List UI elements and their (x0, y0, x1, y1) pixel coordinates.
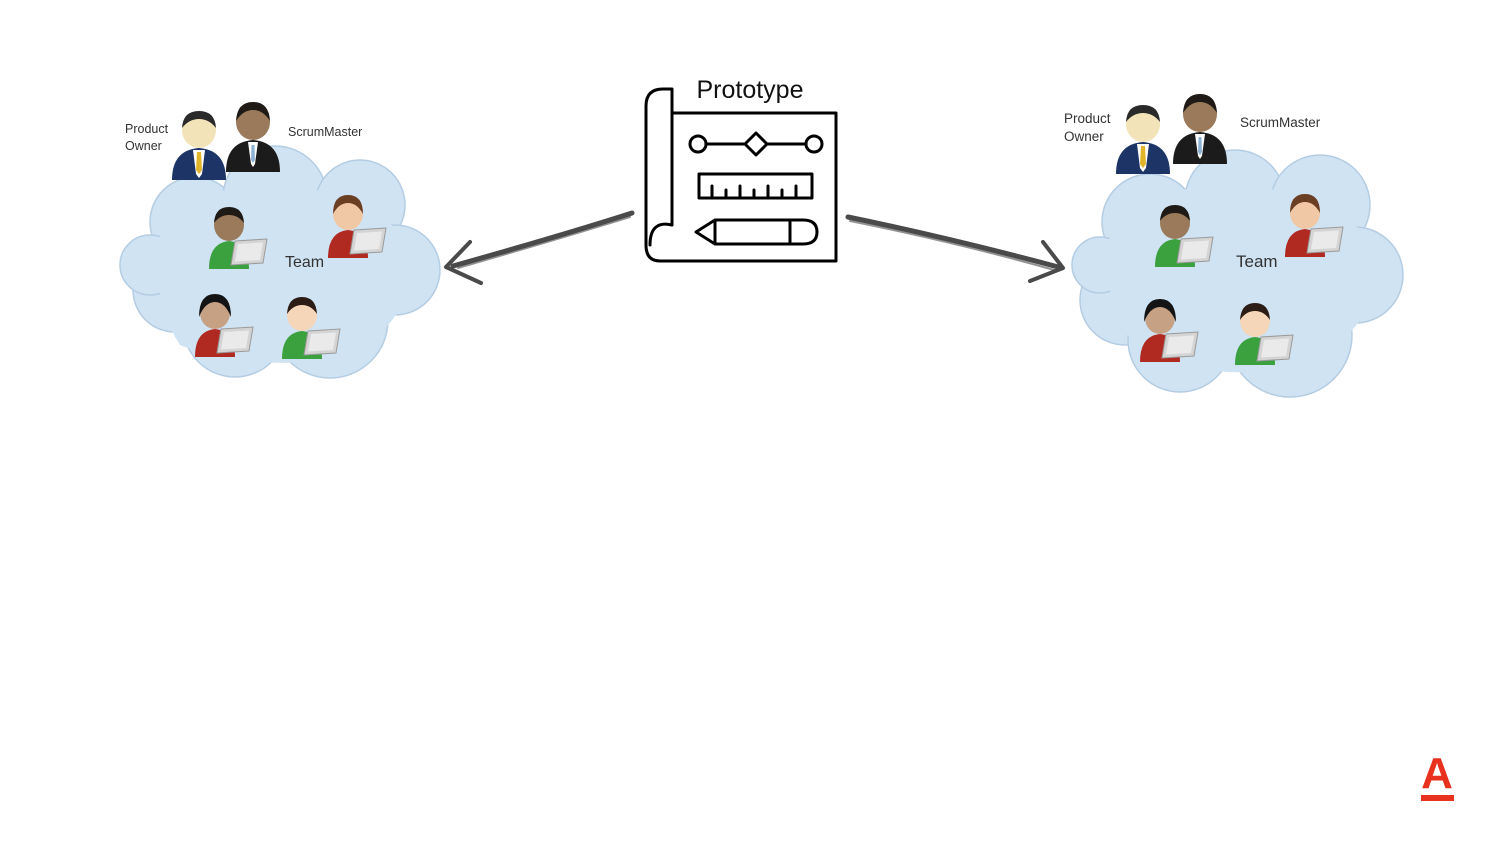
right-product-owner-icon (1116, 105, 1170, 174)
right-team-label: Team (1236, 252, 1278, 271)
alfa-logo: A (1421, 749, 1454, 801)
left-product-owner-label-line2: Owner (125, 139, 162, 153)
right-team-group: Product Owner ScrumMaster Team (1064, 94, 1404, 398)
right-scrum-master-icon (1173, 94, 1227, 164)
left-product-owner-icon (172, 111, 226, 180)
left-scrum-master-label: ScrumMaster (288, 125, 362, 139)
arrow-to-right-team (845, 214, 1065, 283)
left-team-label: Team (285, 254, 324, 271)
right-scrum-master-label: ScrumMaster (1240, 115, 1321, 130)
logo-underline (1421, 795, 1454, 801)
right-product-owner-label-line2: Owner (1064, 129, 1104, 144)
prototype-blueprint-icon (644, 87, 838, 263)
logo-letter: A (1421, 749, 1453, 798)
left-product-owner-label-line1: Product (125, 122, 169, 136)
left-scrum-master-icon (226, 102, 280, 172)
right-product-owner-label-line1: Product (1064, 111, 1111, 126)
arrow-to-left-team (444, 210, 635, 285)
prototype-title: Prototype (696, 76, 803, 104)
left-team-group: Product Owner ScrumMaster Team (119, 102, 441, 379)
